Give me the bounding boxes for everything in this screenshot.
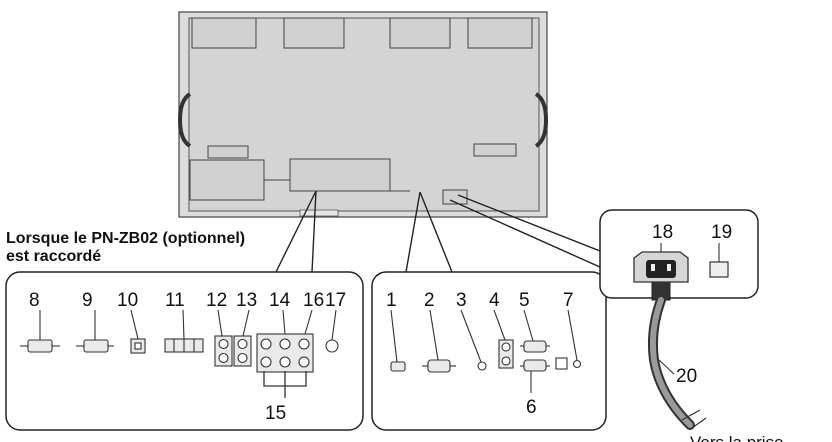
label-3: 3 (456, 290, 467, 311)
leader-terminal-right (419, 191, 453, 273)
right-vent (473, 143, 517, 157)
pointer-20 (658, 359, 675, 375)
pointer-lines-left (39, 309, 337, 341)
connector-7-mini-jack-icon (572, 359, 582, 369)
caption-line-2: est raccordé (6, 248, 102, 265)
connector-14-15-16-component-group-icon (256, 333, 314, 373)
connector-10-lan-icon (130, 338, 146, 354)
top-mount-block-3 (389, 17, 451, 49)
connector-9-dvi-icon (76, 339, 114, 353)
label-2: 2 (424, 290, 435, 311)
connector-6-dsub-icon (520, 359, 550, 372)
terminal-connectors (390, 339, 582, 373)
top-mount-block-4 (467, 17, 533, 49)
connector-3-mini-jack-icon (477, 361, 487, 371)
connector-11-terminal-block-icon (164, 338, 204, 353)
label-4: 4 (489, 290, 500, 311)
label-20: 20 (676, 366, 697, 387)
outlet-caption: Vers la prise (690, 433, 784, 442)
label-11: 11 (165, 290, 185, 311)
label-17: 17 (325, 290, 346, 311)
center-terminal-block (289, 158, 391, 192)
bottom-connector-strip (299, 209, 339, 217)
label-12: 12 (206, 290, 227, 311)
leader-terminal-left (405, 191, 421, 273)
caption-line-1: Lorsque le PN-ZB02 (optionnel) (6, 230, 246, 247)
leader-power-bottom (449, 199, 621, 277)
pointer-lines-middle (390, 309, 578, 393)
connector-4-rca-pair-icon (498, 339, 514, 369)
label-6: 6 (526, 397, 537, 418)
switch-square-icon (555, 357, 568, 370)
leader-lines (275, 190, 629, 277)
connector-13-rca-pair-icon (233, 335, 252, 367)
label-10: 10 (117, 290, 138, 311)
label-14: 14 (269, 290, 291, 311)
top-mount-block-1 (191, 17, 257, 49)
left-handle (177, 92, 192, 148)
main-power-switch-icon (709, 261, 729, 278)
left-vent (207, 145, 249, 159)
connector-2-dsub-icon (422, 359, 456, 373)
right-handle (534, 92, 549, 148)
optional-board-caption: Lorsque le PN-ZB02 (optionnel) est racco… (6, 230, 336, 266)
label-5: 5 (519, 290, 530, 311)
left-lower-block (189, 159, 265, 201)
label-9: 9 (82, 290, 93, 311)
label-19: 19 (711, 222, 732, 243)
connector-12-rca-pair-icon (214, 335, 233, 367)
power-cord (647, 282, 707, 430)
monitor-back (177, 11, 549, 218)
optional-connectors (20, 333, 339, 373)
connector-5-dsub-icon (520, 340, 550, 353)
connector-17-jack-icon (325, 339, 339, 353)
label-7: 7 (563, 290, 574, 311)
label-16: 16 (303, 290, 324, 311)
bracket-15 (263, 371, 307, 398)
label-15: 15 (265, 403, 286, 424)
power-inlet-block (442, 189, 468, 205)
top-mount-block-2 (283, 17, 345, 49)
connector-1-hdmi-icon (390, 361, 406, 372)
label-1: 1 (386, 290, 397, 311)
power-inlet-icon (633, 251, 689, 283)
label-8: 8 (29, 290, 40, 311)
label-18: 18 (652, 222, 673, 243)
label-13: 13 (236, 290, 257, 311)
leader-optional-left (275, 190, 317, 273)
leader-optional-right (311, 190, 317, 273)
